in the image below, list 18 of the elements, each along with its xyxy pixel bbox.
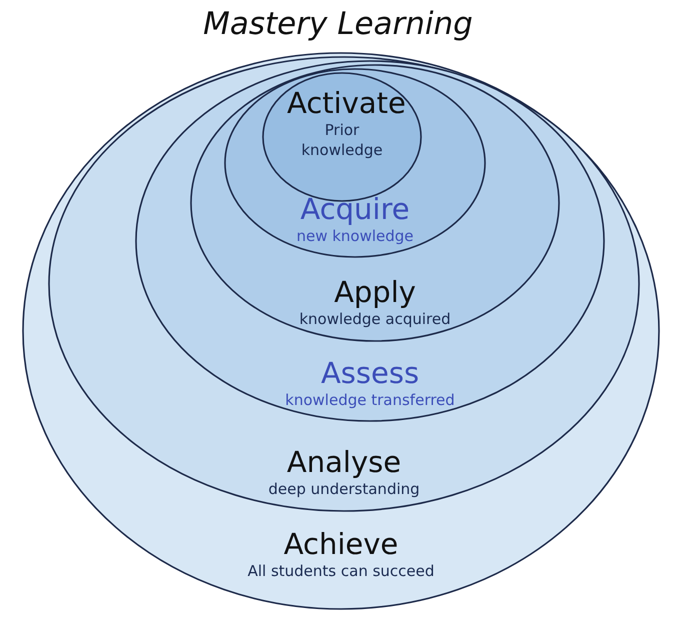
stage-heading: Activate xyxy=(287,86,406,120)
stage-heading: Apply xyxy=(334,275,416,309)
nested-ellipse xyxy=(48,56,640,512)
nested-ellipse xyxy=(135,60,605,422)
stage-description: knowledge acquired xyxy=(299,309,451,329)
nested-ellipse xyxy=(22,52,660,610)
nested-ellipse xyxy=(190,64,560,342)
stage-description: deep understanding xyxy=(268,479,420,499)
nested-ellipse xyxy=(224,68,486,258)
stage-description: All students can succeed xyxy=(248,561,434,581)
diagram-title: Mastery Learning xyxy=(202,6,474,42)
stage-heading: Assess xyxy=(320,356,420,390)
stage-description: Prior knowledge xyxy=(300,120,384,160)
stage-description: knowledge transferred xyxy=(285,390,455,410)
stage-heading: Achieve xyxy=(284,527,398,561)
stage-description: new knowledge xyxy=(296,226,414,246)
stage-heading: Analyse xyxy=(286,445,402,479)
stage-heading: Acquire xyxy=(300,192,410,226)
